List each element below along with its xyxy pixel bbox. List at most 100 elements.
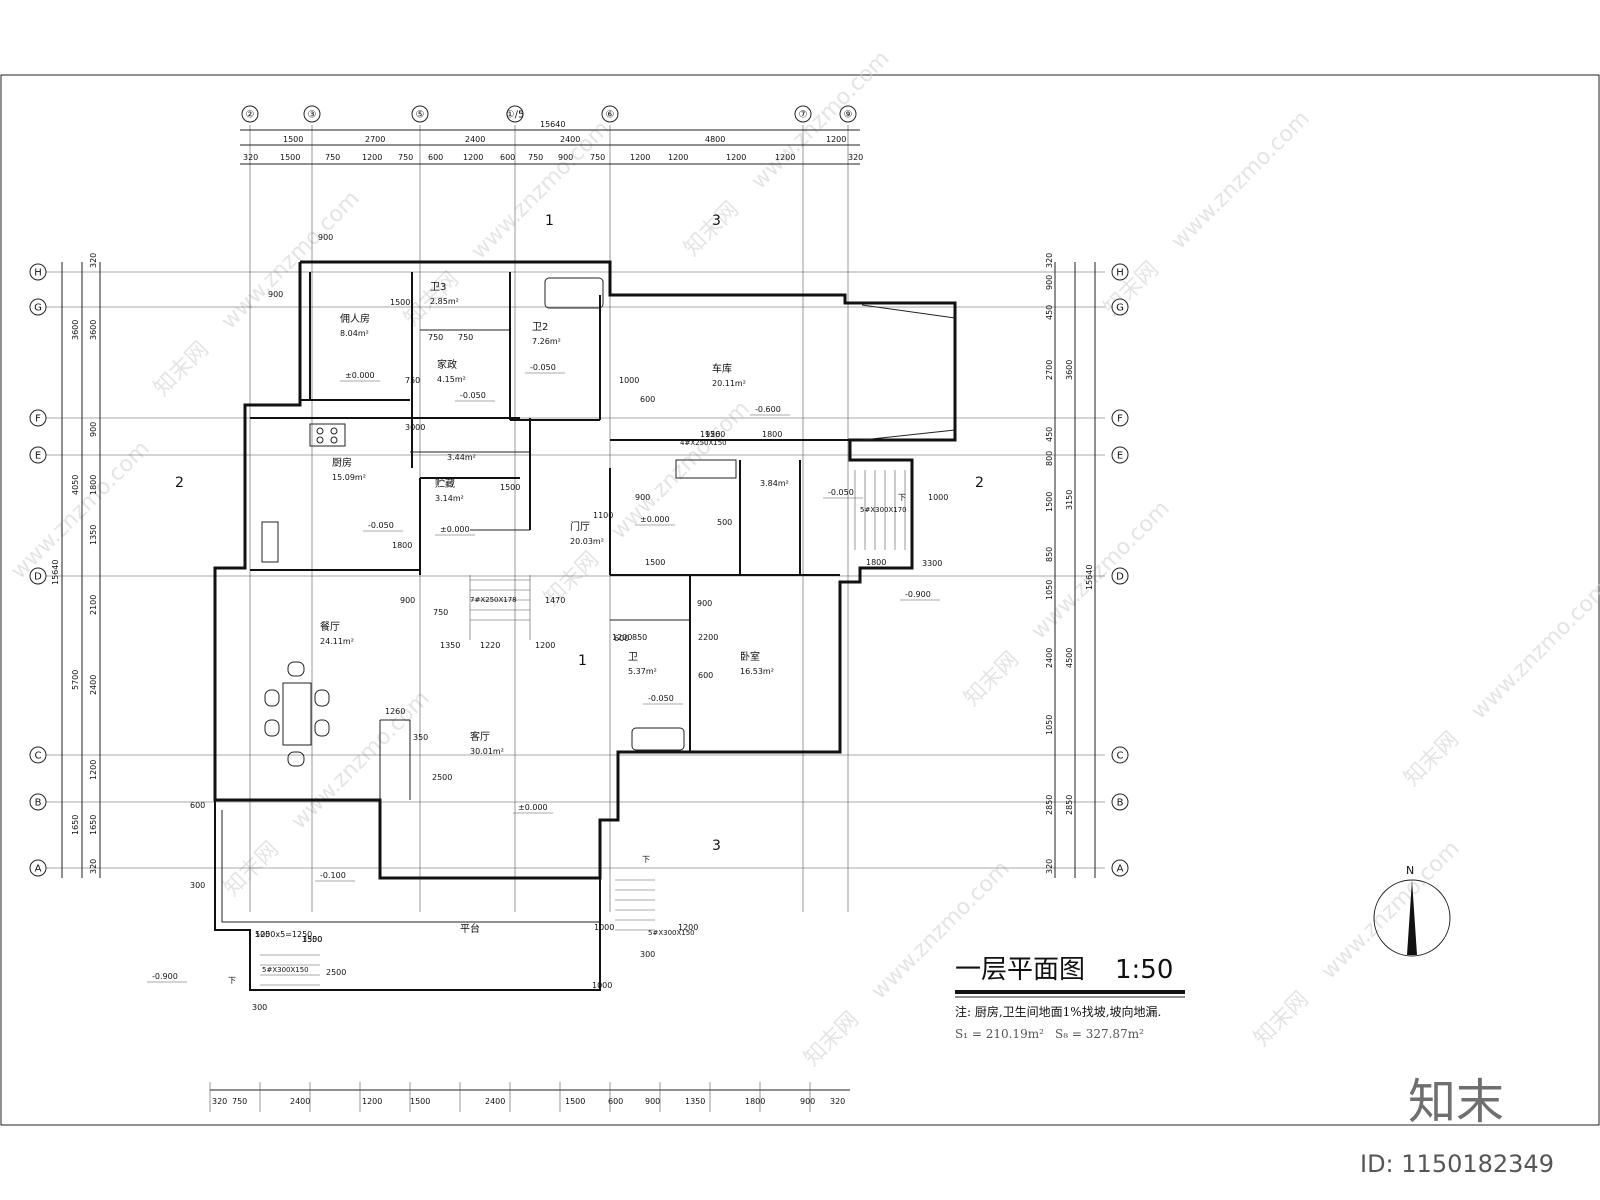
dim-right: 450 — [1045, 427, 1054, 442]
dim-misc: 2500 — [326, 968, 346, 977]
dim-bottom: 900 — [645, 1097, 660, 1106]
dim-top-row2: 1200 — [775, 153, 795, 162]
watermark-cn: 知末网 — [799, 1007, 863, 1071]
dim-misc: 1000 — [594, 923, 614, 932]
dim-right: 900 — [1045, 275, 1054, 290]
dim-misc: 1250x5=1250 — [255, 930, 312, 939]
axis-bubble — [303, 105, 321, 123]
dim-misc: 1500 — [390, 298, 410, 307]
room-area: 5.37m² — [628, 667, 657, 676]
level-mark: -0.050 — [368, 521, 394, 530]
axis-bubble — [1111, 567, 1129, 585]
axis-bubble — [1111, 409, 1129, 427]
dim-left: 2400 — [89, 675, 98, 695]
axis-label-left: A — [35, 864, 42, 875]
dim-misc: 350 — [413, 733, 428, 742]
axis-label-right: F — [1117, 414, 1123, 425]
axis-bubble — [29, 567, 47, 585]
dim-top-row2: 900 — [558, 153, 573, 162]
room-area: 20.03m² — [570, 537, 604, 546]
dim-misc: 900 — [400, 596, 415, 605]
dim-misc: 3300 — [922, 559, 942, 568]
level-mark: -0.600 — [755, 405, 781, 414]
dim-misc: 600 — [190, 801, 205, 810]
room-area: 16.53m² — [740, 667, 774, 676]
room-area: 3.84m² — [760, 479, 789, 488]
dim-top-row1: 1200 — [826, 135, 846, 144]
watermark-cn: 知末网 — [219, 837, 283, 901]
dim-misc: 500 — [717, 518, 732, 527]
axis-label-right: D — [1116, 572, 1124, 583]
axis-label-left: F — [35, 414, 41, 425]
dim-misc: 1000 — [928, 493, 948, 502]
dim-left: 2100 — [89, 595, 98, 615]
dim-right: 320 — [1045, 253, 1054, 268]
room-name: 餐厅 — [320, 620, 340, 633]
dim-left: 320 — [89, 859, 98, 874]
stair-spec: 7#X250X178 — [470, 596, 517, 604]
dim-right-big: 3600 — [1065, 360, 1074, 380]
axis-bubble — [241, 105, 259, 123]
dim-misc: 500 — [255, 930, 270, 939]
dim-top-row1: 1500 — [283, 135, 303, 144]
dim-top-row2: 750 — [325, 153, 340, 162]
axis-label-top: ⑥ — [606, 110, 615, 121]
sheet-border — [0, 74, 1600, 1126]
dim-misc: 3000 — [405, 423, 425, 432]
watermark-cn: 知末网 — [679, 197, 743, 261]
watermark-text: www.znzmo.com — [747, 46, 895, 194]
dim-misc: 600 — [640, 395, 655, 404]
dim-misc: 600 — [698, 671, 713, 680]
room-area: 2.85m² — [430, 297, 459, 306]
section-mark: 1 — [578, 653, 587, 669]
room-name: 卫 — [628, 652, 638, 663]
title-block: 一层平面图 1:50 注: 厨房,卫生间地面1%找坡,坡向地漏. S₁ = 21… — [955, 955, 1185, 1041]
dim-misc: 1500 — [302, 935, 322, 944]
dim-misc: 1800 — [392, 541, 412, 550]
dim-right: 1050 — [1045, 580, 1054, 600]
watermark-cn: 知末网 — [1099, 257, 1163, 321]
stair-spec: 5#X300X170 — [860, 506, 907, 514]
dim-bottom: 1800 — [745, 1097, 765, 1106]
image-id: ID: 1150182349 — [1360, 1150, 1554, 1178]
watermark-text: www.znzmo.com — [1167, 106, 1315, 254]
dim-left-big: 5700 — [71, 670, 80, 690]
room-area: 8.04m² — [340, 329, 369, 338]
axis-bubble — [506, 105, 524, 123]
axis-label-left: B — [35, 798, 42, 809]
axis-label-top: ⑦ — [799, 110, 808, 121]
dim-misc: 1200 — [678, 923, 698, 932]
room-area: 7.26m² — [532, 337, 561, 346]
stair-spec: 5#X300X150 — [262, 966, 309, 974]
dim-misc: 750 — [433, 608, 448, 617]
dim-misc: 900 — [318, 233, 333, 242]
dim-misc: 1100 — [593, 511, 613, 520]
dim-misc: 300 — [640, 950, 655, 959]
room-area: 20.11m² — [712, 379, 746, 388]
room-name: 贮藏 — [435, 477, 455, 490]
dim-misc: 900 — [268, 290, 283, 299]
room-name: 门厅 — [570, 520, 590, 533]
room-name: 厨房 — [332, 456, 352, 469]
section-mark: 3 — [712, 213, 721, 229]
dim-misc: 900 — [635, 493, 650, 502]
axis-bubble — [1111, 446, 1129, 464]
axis-label-right: B — [1117, 798, 1124, 809]
axis-bubble — [411, 105, 429, 123]
axis-bubble — [1111, 298, 1129, 316]
dim-bottom: 320 — [212, 1097, 227, 1106]
watermark-cn: 知末网 — [149, 337, 213, 401]
level-mark: -0.900 — [905, 590, 931, 599]
watermark-text: www.znzmo.com — [1467, 576, 1600, 724]
dim-left: 1200 — [89, 760, 98, 780]
dim-bottom: 320 — [830, 1097, 845, 1106]
axis-label-left: H — [34, 268, 42, 279]
watermark-text: www.znzmo.com — [607, 396, 755, 544]
watermark-text: www.znzmo.com — [287, 686, 435, 834]
axis-bubble — [29, 446, 47, 464]
dim-top-row2: 1200 — [630, 153, 650, 162]
axis-bubble — [29, 298, 47, 316]
dim-top-row2: 320 — [848, 153, 863, 162]
level-mark: -0.050 — [828, 488, 854, 497]
